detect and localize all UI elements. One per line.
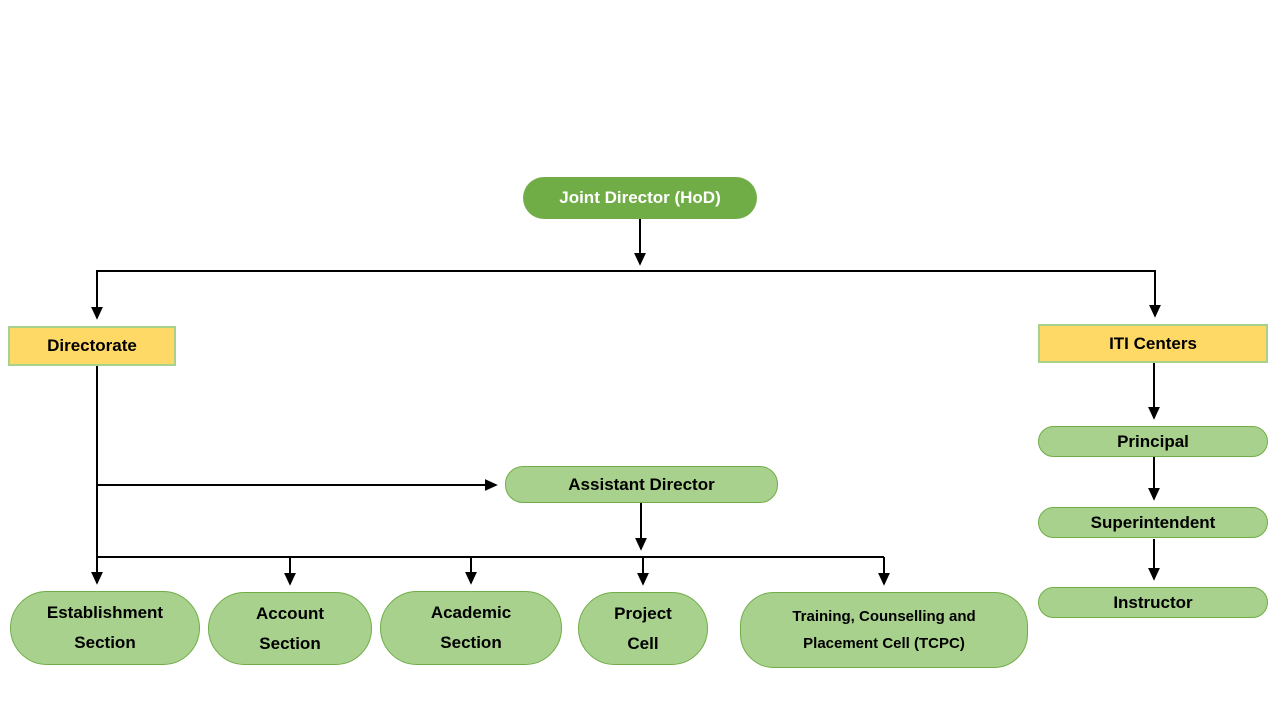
node-establishment-section: Establishment Section xyxy=(10,591,200,665)
node-tcpc: Training, Counselling and Placement Cell… xyxy=(740,592,1028,668)
node-iti-centers: ITI Centers xyxy=(1038,324,1268,363)
node-principal: Principal xyxy=(1038,426,1268,457)
node-academic-section: Academic Section xyxy=(380,591,562,665)
node-directorate: Directorate xyxy=(8,326,176,366)
node-instructor: Instructor xyxy=(1038,587,1268,618)
node-project-cell: Project Cell xyxy=(578,592,708,665)
node-assistant-director: Assistant Director xyxy=(505,466,778,503)
node-joint-director: Joint Director (HoD) xyxy=(523,177,757,219)
node-superintendent: Superintendent xyxy=(1038,507,1268,538)
node-account-section: Account Section xyxy=(208,592,372,665)
